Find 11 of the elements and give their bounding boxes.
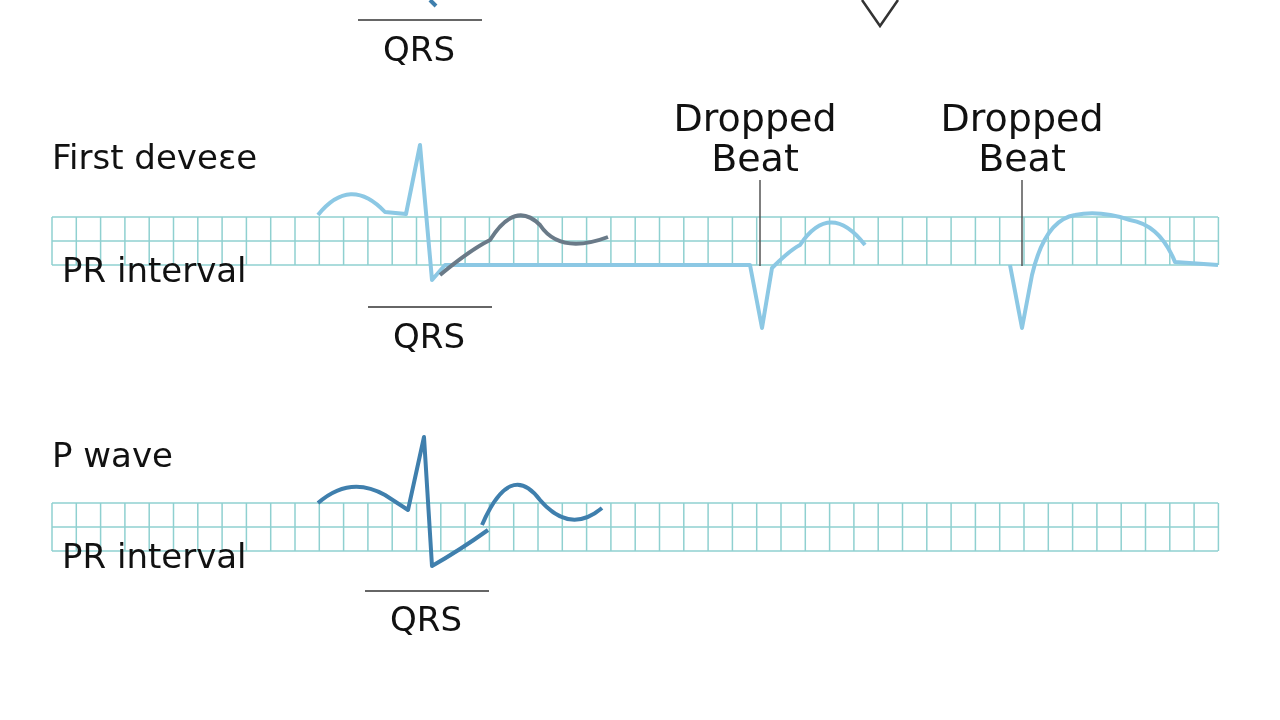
callout-label: Dropped Beat (912, 98, 1132, 178)
interval-label: PR interval (62, 537, 247, 575)
leader-line (759, 179, 761, 267)
interval-label: PR interval (62, 251, 247, 289)
interval-label: QRS (390, 600, 462, 638)
row-title: First deveεe (52, 138, 258, 176)
row-title: P wave (52, 436, 173, 474)
leader-line (1021, 179, 1023, 267)
interval-label: QRS (393, 317, 465, 355)
interval-label: QRS (383, 30, 455, 68)
callout-label: Dropped Beat (645, 98, 865, 178)
